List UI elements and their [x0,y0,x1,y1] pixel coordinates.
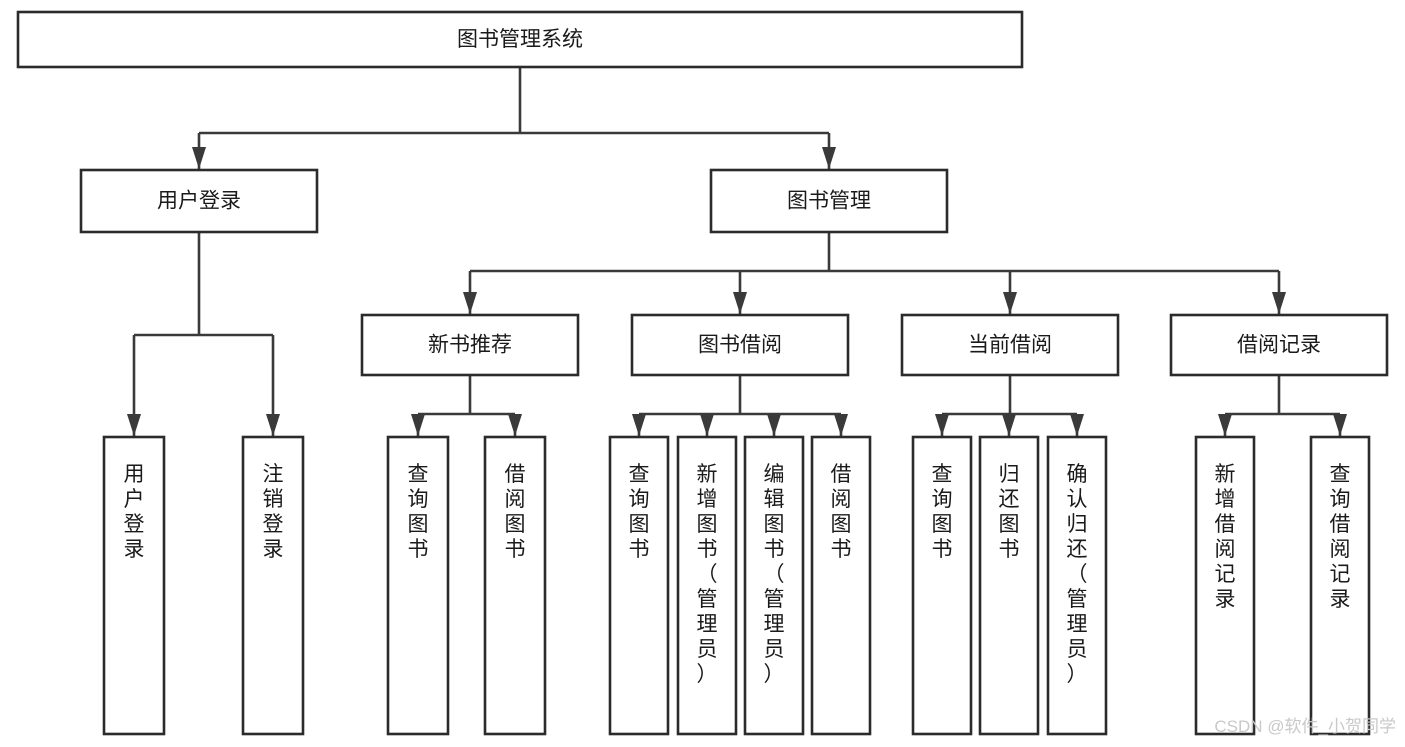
node-book-manage-label: 图书管理 [787,190,871,213]
arrow-head-icon [508,414,522,436]
node-leaf-query-record-box[interactable] [1309,435,1371,736]
arrow-head-icon [266,414,280,436]
arrow-head-icon [192,147,206,169]
node-book-borrow[interactable]: 图书借阅 [630,313,850,377]
node-leaf-edit-book-box[interactable] [743,435,805,736]
node-leaf-return-book-label: 归还图书 [999,463,1020,561]
node-leaf-user-login-box[interactable] [102,435,166,736]
node-current-borrow[interactable]: 当前借阅 [900,313,1120,377]
node-borrow-record-label: 借阅记录 [1237,334,1321,357]
node-leaf-user-logout[interactable]: 注销登录 [241,435,305,736]
node-root-system-label: 图书管理系统 [457,28,583,51]
arrow-head-icon [1218,414,1232,436]
node-current-borrow-label: 当前借阅 [968,334,1052,357]
node-leaf-query-book-1[interactable]: 查询图书 [386,435,450,736]
arrow-head-icon [1333,414,1347,436]
node-leaf-user-logout-label: 注销登录 [263,463,284,561]
node-user-login-box[interactable] [79,168,319,234]
node-leaf-borrow-book-1[interactable]: 借阅图书 [483,435,547,736]
arrow-head-icon [1070,414,1084,436]
edges-layer [127,67,1347,436]
node-leaf-return-book[interactable]: 归还图书 [978,435,1040,736]
node-leaf-confirm-return[interactable]: 确认归还（管理员） [1046,435,1108,736]
node-leaf-borrow-book-2-box[interactable] [810,435,872,736]
node-current-borrow-box[interactable] [900,313,1120,377]
node-leaf-query-book-3[interactable]: 查询图书 [911,435,973,736]
node-root-system[interactable]: 图书管理系统 [16,10,1024,69]
node-leaf-query-book-1-label: 查询图书 [408,463,429,561]
node-book-manage[interactable]: 图书管理 [709,168,949,234]
csdn-watermark: CSDN @软件_小贺同学 [1214,717,1396,736]
node-leaf-query-book-3-box[interactable] [911,435,973,736]
node-leaf-query-record[interactable]: 查询借阅记录 [1309,435,1371,736]
node-leaf-add-record-box[interactable] [1194,435,1256,736]
node-leaf-query-record-label: 查询借阅记录 [1330,463,1351,611]
arrow-head-icon [767,414,781,436]
node-leaf-confirm-return-label: 确认归还（管理员） [1067,463,1088,686]
node-leaf-return-book-box[interactable] [978,435,1040,736]
node-leaf-add-book-label: 新增图书（管理员） [697,463,718,686]
node-leaf-add-book-box[interactable] [676,435,738,736]
nodes-layer: 图书管理系统用户登录图书管理新书推荐图书借阅当前借阅借阅记录用户登录注销登录查询… [16,10,1389,736]
arrow-head-icon [733,292,747,314]
node-new-book-recommend-box[interactable] [360,313,580,377]
node-new-book-recommend[interactable]: 新书推荐 [360,313,580,377]
node-leaf-borrow-book-1-box[interactable] [483,435,547,736]
arrow-head-icon [1272,292,1286,314]
node-user-login[interactable]: 用户登录 [79,168,319,234]
node-leaf-add-book[interactable]: 新增图书（管理员） [676,435,738,736]
node-leaf-user-login[interactable]: 用户登录 [102,435,166,736]
node-leaf-borrow-book-1-label: 借阅图书 [505,463,526,561]
arrow-head-icon [1002,414,1016,436]
arrow-head-icon [411,414,425,436]
node-user-login-label: 用户登录 [157,190,241,213]
node-leaf-edit-book-label: 编辑图书（管理员） [764,463,785,686]
arrow-head-icon [463,292,477,314]
node-leaf-user-login-label: 用户登录 [124,463,145,561]
arrow-head-icon [632,414,646,436]
arrow-head-icon [700,414,714,436]
arrow-head-icon [822,147,836,169]
node-leaf-confirm-return-box[interactable] [1046,435,1108,736]
node-leaf-borrow-book-2[interactable]: 借阅图书 [810,435,872,736]
node-leaf-query-book-2[interactable]: 查询图书 [608,435,670,736]
arrow-head-icon [834,414,848,436]
node-leaf-query-book-2-box[interactable] [608,435,670,736]
node-leaf-add-record[interactable]: 新增借阅记录 [1194,435,1256,736]
node-leaf-query-book-2-label: 查询图书 [629,463,650,561]
node-leaf-query-book-1-box[interactable] [386,435,450,736]
node-leaf-user-logout-box[interactable] [241,435,305,736]
arrow-head-icon [127,414,141,436]
node-leaf-add-record-label: 新增借阅记录 [1215,463,1236,611]
node-borrow-record[interactable]: 借阅记录 [1169,313,1389,377]
node-leaf-borrow-book-2-label: 借阅图书 [831,463,852,561]
node-new-book-recommend-label: 新书推荐 [428,334,512,357]
node-leaf-edit-book[interactable]: 编辑图书（管理员） [743,435,805,736]
node-book-manage-box[interactable] [709,168,949,234]
node-borrow-record-box[interactable] [1169,313,1389,377]
node-root-system-box[interactable] [16,10,1024,69]
node-book-borrow-label: 图书借阅 [698,334,782,357]
arrow-head-icon [935,414,949,436]
arrow-head-icon [1003,292,1017,314]
node-book-borrow-box[interactable] [630,313,850,377]
node-leaf-query-book-3-label: 查询图书 [932,463,953,561]
